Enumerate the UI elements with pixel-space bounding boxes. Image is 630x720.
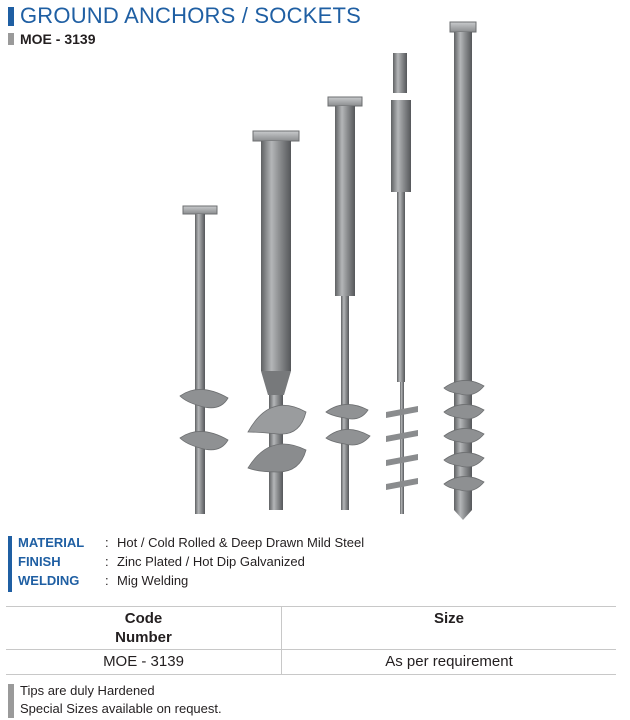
spec-colon: : [105, 554, 109, 569]
spec-row-welding: WELDING : Mig Welding [8, 572, 428, 590]
spec-label: FINISH [18, 554, 61, 569]
spec-colon: : [105, 573, 109, 588]
product-table: Code Number Size MOE - 3139 As per requi… [6, 606, 616, 675]
anchor-3 [325, 96, 371, 510]
spec-value: Zinc Plated / Hot Dip Galvanized [117, 554, 305, 569]
note-item: Tips are duly Hardened [20, 683, 155, 698]
anchor-2 [247, 130, 307, 510]
anchor-4 [386, 53, 418, 514]
table-row: MOE - 3139 As per requirement [6, 649, 616, 675]
notes-accent-bar [8, 684, 14, 718]
page-title: GROUND ANCHORS / SOCKETS [20, 3, 361, 28]
table-header-row: Code Number Size [6, 606, 616, 650]
spec-value: Mig Welding [117, 573, 189, 588]
cell-code: MOE - 3139 [6, 649, 282, 675]
spec-accent-bar [8, 536, 12, 592]
spec-label: WELDING [18, 573, 80, 588]
anchor-5 [443, 21, 485, 520]
column-header-code: Code Number [6, 606, 282, 650]
spec-colon: : [105, 535, 109, 550]
anchor-1 [179, 205, 229, 514]
ground-anchors-illustration [179, 21, 485, 520]
product-code: MOE - 3139 [20, 31, 96, 47]
spec-label: MATERIAL [18, 535, 85, 550]
column-header-size: Size [281, 606, 616, 650]
spec-row-material: MATERIAL : Hot / Cold Rolled & Deep Draw… [8, 534, 428, 552]
spec-value: Hot / Cold Rolled & Deep Drawn Mild Stee… [117, 535, 365, 550]
title-accent-bar [8, 7, 14, 26]
code-accent-bar [8, 33, 14, 45]
cell-size: As per requirement [281, 649, 616, 675]
spec-row-finish: FINISH : Zinc Plated / Hot Dip Galvanize… [8, 553, 428, 571]
note-item: Special Sizes available on request. [20, 701, 222, 716]
